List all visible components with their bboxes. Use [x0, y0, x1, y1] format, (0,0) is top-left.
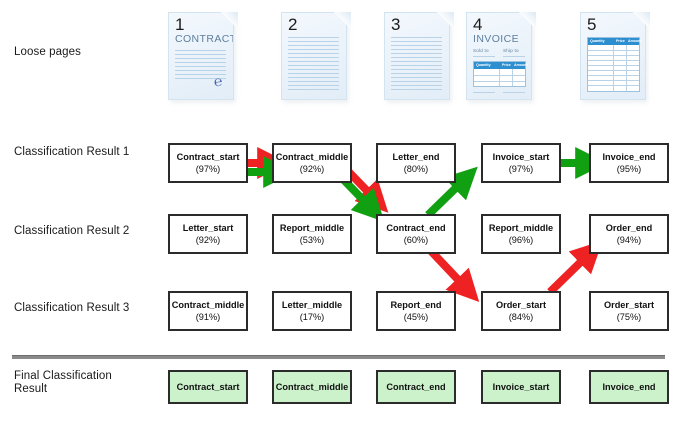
- rule: [473, 92, 495, 93]
- signature-icon: ℮: [212, 74, 223, 91]
- class-label: Contract_end: [386, 222, 446, 233]
- confidence: (92%): [195, 234, 221, 245]
- rule: [503, 92, 525, 93]
- confidence: (53%): [299, 234, 325, 245]
- result3-box-5[interactable]: Order_start (75%): [589, 291, 669, 331]
- page-number: 5: [587, 15, 597, 34]
- invoice-ship-to-label: Ship to: [503, 48, 519, 53]
- page-title: CONTRACT: [175, 33, 234, 45]
- class-label: Contract_middle: [275, 151, 349, 162]
- result3-box-4[interactable]: Order_start (84%): [481, 291, 561, 331]
- result2-box-4[interactable]: Report_middle (96%): [481, 214, 561, 254]
- confidence: (45%): [403, 311, 429, 322]
- result3-box-2[interactable]: Letter_middle (17%): [272, 291, 352, 331]
- class-label: Letter_middle: [281, 299, 343, 310]
- col-price: Price: [502, 63, 511, 67]
- confidence: (84%): [508, 311, 534, 322]
- page-number: 2: [288, 15, 298, 34]
- final-label: Invoice_start: [492, 382, 550, 392]
- confidence: (91%): [195, 311, 221, 322]
- class-label: Contract_start: [176, 151, 240, 162]
- col-price: Price: [616, 39, 625, 43]
- result1-box-4[interactable]: Invoice_start (97%): [481, 143, 561, 183]
- final-box-5[interactable]: Invoice_end: [589, 370, 669, 404]
- class-label: Invoice_end: [602, 151, 656, 162]
- section-divider: [12, 355, 665, 359]
- class-label: Letter_end: [392, 151, 440, 162]
- page-text-lines: [288, 37, 339, 93]
- final-label: Contract_middle: [275, 382, 349, 392]
- row-label-result-3: Classification Result 3: [14, 302, 130, 314]
- page-number: 4: [473, 15, 483, 34]
- row-label-final-result: Final Classification Result: [14, 370, 112, 395]
- page-number: 3: [391, 15, 401, 34]
- page-title: INVOICE: [473, 33, 519, 45]
- page-text-lines: [175, 50, 226, 82]
- invoice-table-header: Quantity Price Amount: [474, 62, 528, 69]
- class-label: Order_start: [495, 299, 547, 310]
- confidence: (95%): [616, 163, 642, 174]
- result2-box-5[interactable]: Order_end (94%): [589, 214, 669, 254]
- rule: [473, 56, 495, 57]
- result2-box-2[interactable]: Report_middle (53%): [272, 214, 352, 254]
- class-label: Report_middle: [279, 222, 345, 233]
- result3-box-1[interactable]: Contract_middle (91%): [168, 291, 248, 331]
- invoice-sold-to-label: Sold to: [473, 48, 489, 53]
- rule: [503, 56, 525, 57]
- result1-box-3[interactable]: Letter_end (80%): [376, 143, 456, 183]
- loose-page-3: 3: [384, 12, 454, 104]
- result1-box-5[interactable]: Invoice_end (95%): [589, 143, 669, 183]
- arrow-red-4-5: [547, 240, 603, 295]
- arrow-green-3-4: [425, 166, 478, 218]
- class-label: Order_start: [603, 299, 655, 310]
- page-body: 5 Quantity Price Amount: [580, 12, 646, 100]
- page-number: 1: [175, 15, 185, 34]
- confidence: (94%): [616, 234, 642, 245]
- confidence: (97%): [508, 163, 534, 174]
- final-label: Contract_start: [176, 382, 240, 392]
- class-label: Contract_middle: [171, 299, 245, 310]
- confidence: (75%): [616, 311, 642, 322]
- row-label-loose-pages: Loose pages: [14, 46, 81, 58]
- final-box-1[interactable]: Contract_start: [168, 370, 248, 404]
- class-label: Letter_start: [182, 222, 234, 233]
- col-amount: Amount: [514, 63, 528, 67]
- col-quantity: Quantity: [590, 39, 605, 43]
- class-label: Report_end: [390, 299, 442, 310]
- final-box-2[interactable]: Contract_middle: [272, 370, 352, 404]
- confidence: (92%): [299, 163, 325, 174]
- page-table: Quantity Price Amount: [587, 37, 642, 92]
- confidence: (80%): [403, 163, 429, 174]
- col-quantity: Quantity: [476, 63, 491, 67]
- final-box-4[interactable]: Invoice_start: [481, 370, 561, 404]
- class-label: Order_end: [605, 222, 653, 233]
- confidence: (60%): [403, 234, 429, 245]
- loose-page-2: 2: [281, 12, 351, 104]
- class-label: Invoice_start: [492, 151, 550, 162]
- final-label: Invoice_end: [602, 382, 656, 392]
- page-table-header: Quantity Price Amount: [588, 38, 642, 45]
- row-label-result-2: Classification Result 2: [14, 225, 130, 237]
- invoice-table: Quantity Price Amount: [473, 61, 528, 87]
- confidence: (97%): [195, 163, 221, 174]
- result2-box-3[interactable]: Contract_end (60%): [376, 214, 456, 254]
- loose-page-1: 1 CONTRACT ℮: [168, 12, 238, 104]
- result2-box-1[interactable]: Letter_start (92%): [168, 214, 248, 254]
- loose-page-5: 5 Quantity Price Amount: [580, 12, 650, 104]
- row-label-result-1: Classification Result 1: [14, 146, 130, 158]
- result1-box-2[interactable]: Contract_middle (92%): [272, 143, 352, 183]
- class-label: Report_middle: [488, 222, 554, 233]
- confidence: (96%): [508, 234, 534, 245]
- loose-page-4: 4 INVOICE Sold to Ship to Quantity Price…: [466, 12, 536, 104]
- page-text-lines: [391, 37, 442, 93]
- arrow-red-3-4: [427, 247, 480, 302]
- final-box-3[interactable]: Contract_end: [376, 370, 456, 404]
- result3-box-3[interactable]: Report_end (45%): [376, 291, 456, 331]
- col-amount: Amount: [628, 39, 642, 43]
- final-label: Contract_end: [386, 382, 446, 392]
- confidence: (17%): [299, 311, 325, 322]
- result1-box-1[interactable]: Contract_start (97%): [168, 143, 248, 183]
